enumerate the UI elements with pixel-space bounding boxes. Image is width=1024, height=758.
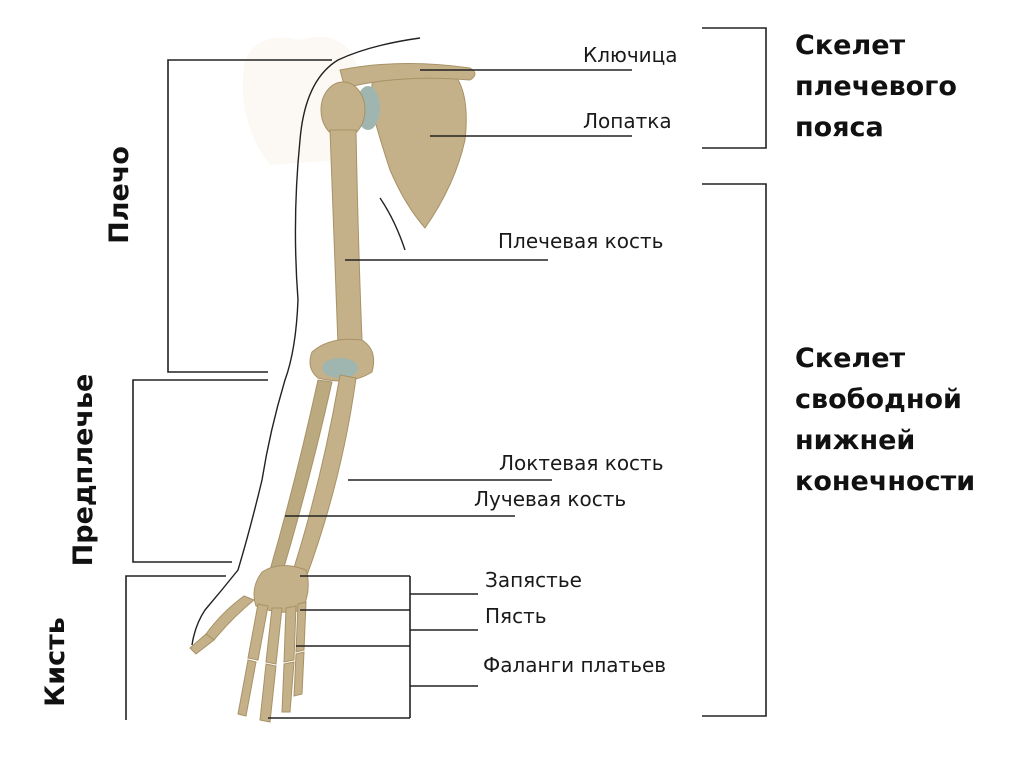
scapula-bone (371, 73, 467, 229)
label-radius: Лучевая кость (474, 487, 626, 511)
group-line: свободной (795, 384, 962, 415)
group-title-shoulder-girdle: Скелет плечевого пояса (795, 30, 957, 143)
arm-outline (191, 37, 421, 646)
elbow-cartilage (322, 358, 358, 378)
group-line: пояса (795, 112, 884, 143)
label-wrist: Запястье (485, 568, 582, 592)
group-line: нижней (795, 425, 915, 456)
section-label-hand: Кисть (40, 617, 71, 707)
group-title-free-limb: Скелет свободной нижней конечности (795, 343, 975, 497)
group-line: конечности (795, 466, 975, 497)
label-clavicle: Ключица (583, 43, 678, 67)
section-brackets (125, 59, 332, 720)
label-phalanges: Фаланги платьев (483, 653, 666, 677)
group-line: плечевого (795, 71, 957, 102)
label-metacarpus: Пясть (485, 604, 547, 628)
section-label-forearm: Предплечье (68, 374, 99, 567)
section-label-upper-arm: Плечо (104, 146, 135, 244)
leader-lines (268, 69, 632, 719)
label-humerus: Плечевая кость (498, 229, 663, 253)
group-line: Скелет (795, 30, 906, 61)
humerus-bone (329, 129, 363, 346)
label-scapula: Лопатка (583, 109, 672, 133)
hand-bones (189, 595, 307, 723)
label-ulna: Локтевая кость (499, 451, 664, 475)
group-brackets (702, 27, 767, 717)
group-line: Скелет (795, 343, 906, 374)
